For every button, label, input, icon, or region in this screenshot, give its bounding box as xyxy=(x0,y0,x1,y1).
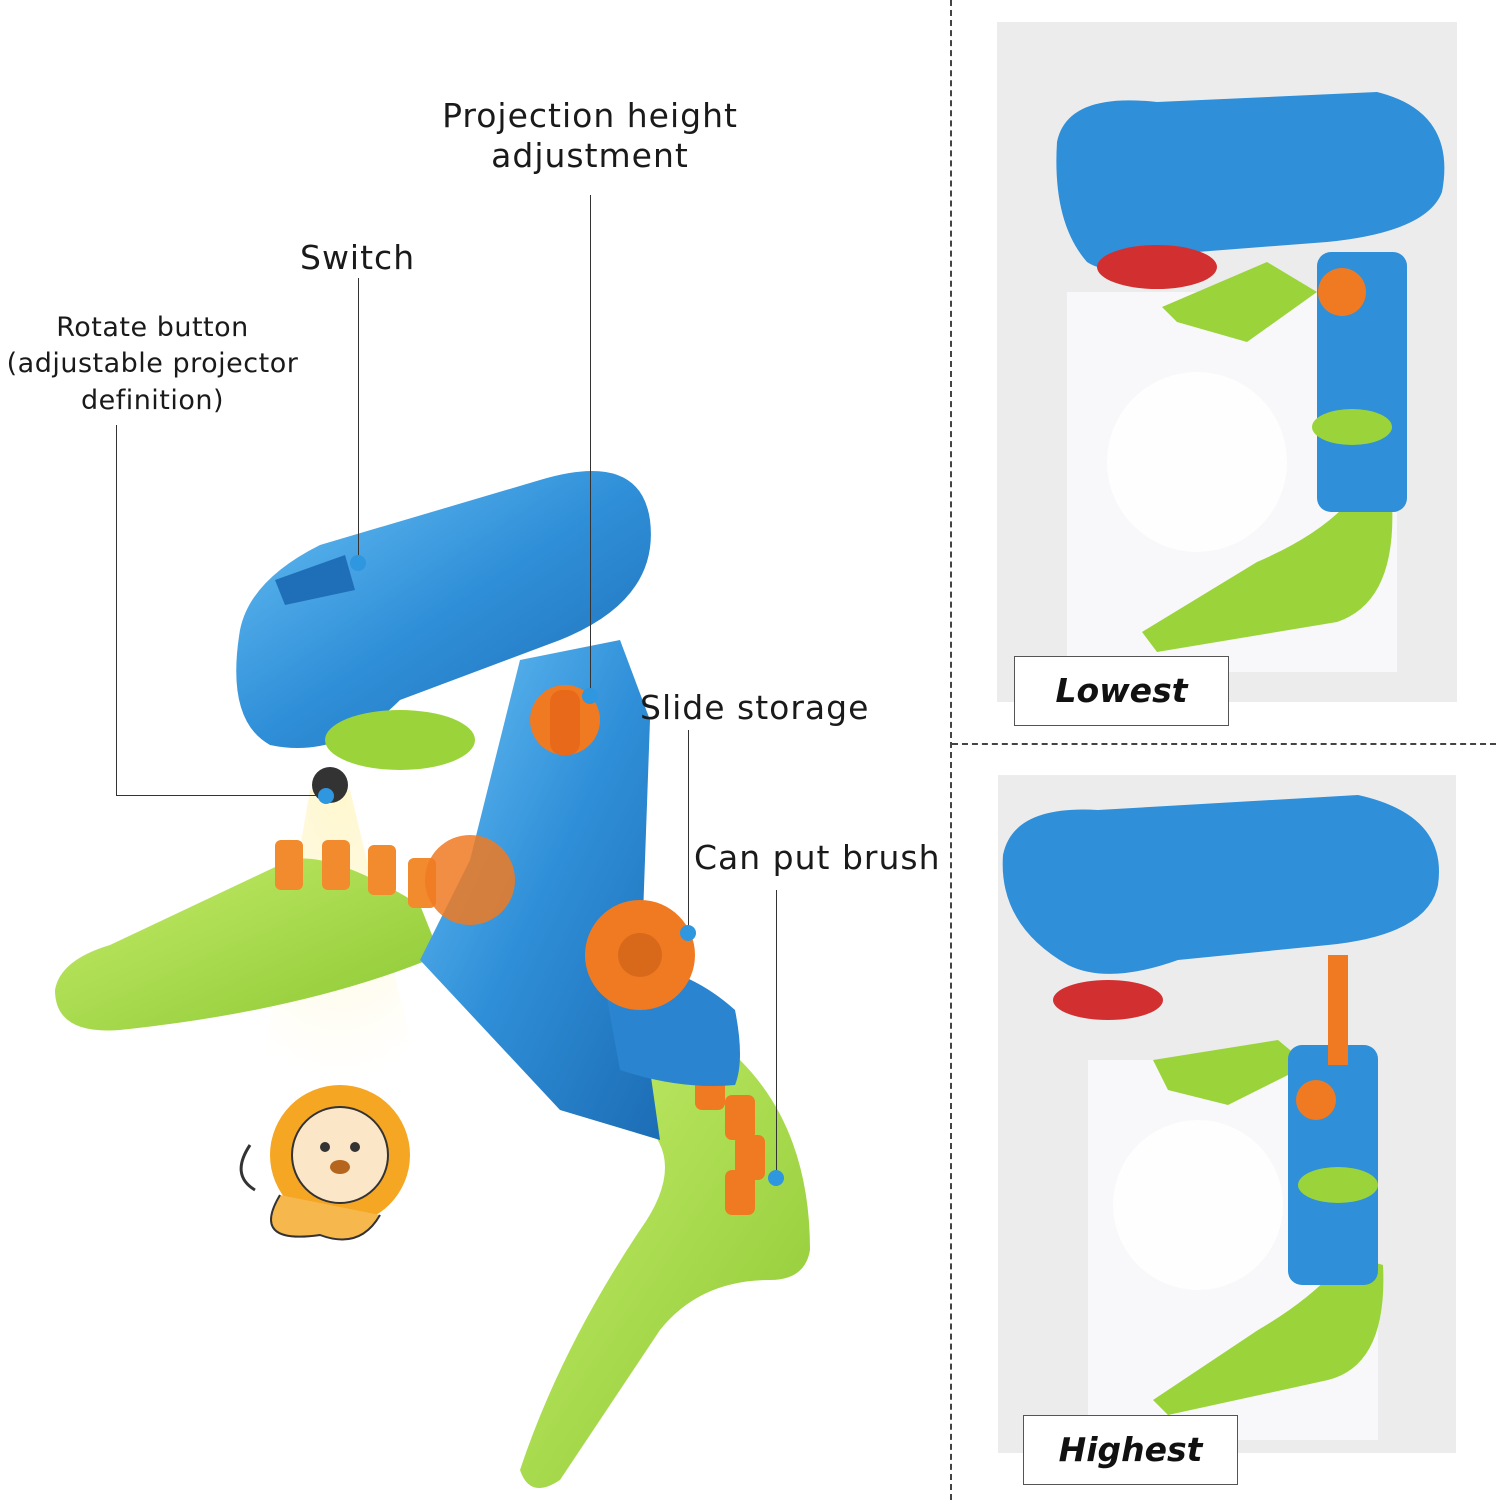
callout-dot-brush xyxy=(768,1170,784,1186)
callout-projection-height: Projection height adjustment xyxy=(442,96,738,175)
projector-drawing xyxy=(55,471,810,1488)
leader-line-rotate-v xyxy=(116,425,117,795)
leader-line-slide xyxy=(688,730,689,930)
callout-can-put-brush: Can put brush xyxy=(694,838,941,877)
tag-lowest: Lowest xyxy=(1014,656,1229,726)
callout-slide-storage: Slide storage xyxy=(640,688,870,727)
vertical-divider xyxy=(950,0,952,1500)
callout-switch: Switch xyxy=(300,238,416,277)
highest-photo xyxy=(1002,795,1439,1440)
tag-highest: Highest xyxy=(1023,1415,1238,1485)
leader-line-brush xyxy=(776,890,777,1180)
leader-line-switch xyxy=(358,278,359,560)
leader-line-rotate-h xyxy=(116,795,326,796)
callout-dot-slide xyxy=(680,925,696,941)
callout-rotate-button: Rotate button (adjustable projector defi… xyxy=(6,312,299,416)
horizontal-divider xyxy=(952,743,1496,745)
callout-dot-rotate xyxy=(318,788,334,804)
lowest-photo xyxy=(1056,92,1445,672)
product-illustration: Projection height adjustment Switch Rota… xyxy=(6,96,941,1488)
callout-dot-switch xyxy=(350,555,366,571)
callout-dot-projection xyxy=(582,688,598,704)
leader-line-projection xyxy=(590,195,591,695)
photo-panel-highest xyxy=(998,775,1456,1453)
photo-panel-lowest xyxy=(997,22,1457,702)
